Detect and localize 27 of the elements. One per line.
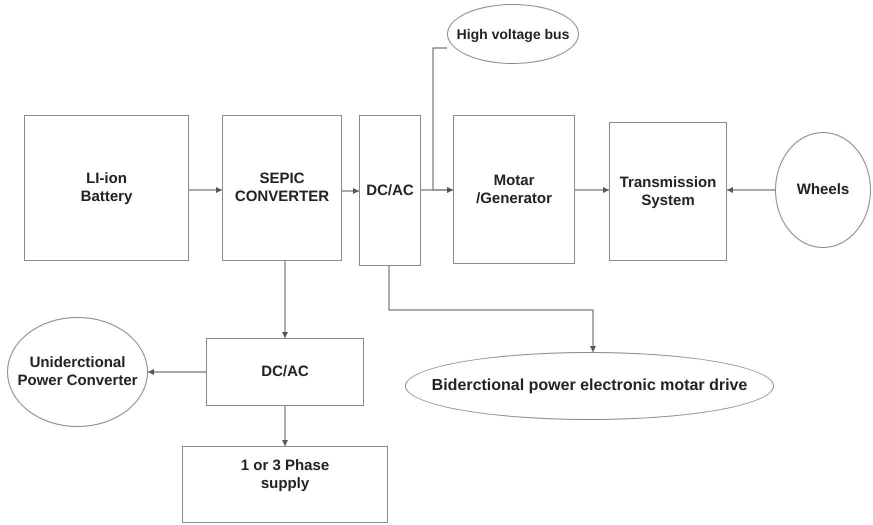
node-label: Wheels <box>796 181 850 199</box>
node-label: DC/AC <box>365 182 415 200</box>
node-label: Uniderctional Power Converter <box>16 354 139 390</box>
arrow <box>432 47 453 193</box>
node-label: DC/AC <box>260 363 310 381</box>
block-box <box>24 115 189 261</box>
arrow <box>189 187 222 193</box>
arrow <box>282 261 288 338</box>
block-box <box>206 338 364 406</box>
block-box <box>453 115 575 264</box>
arrow <box>575 187 609 193</box>
block-box <box>359 115 421 266</box>
block-box <box>222 115 342 261</box>
node-label: SEPIC CONVERTER <box>234 170 330 206</box>
arrow <box>727 187 775 193</box>
node-label: Motar /Generator <box>475 172 553 208</box>
node-label: Biderctional power electronic motar drive <box>430 376 748 396</box>
arrow <box>388 266 596 352</box>
block-box <box>182 446 388 523</box>
node-label: 1 or 3 Phase supply <box>240 457 330 493</box>
node-label: Transmission System <box>618 174 718 210</box>
block-box <box>609 122 727 261</box>
arrow <box>342 188 359 194</box>
node-label: LI-ion Battery <box>80 170 134 206</box>
arrow <box>282 406 288 446</box>
node-label: High voltage bus <box>456 26 570 42</box>
arrow <box>148 369 206 375</box>
